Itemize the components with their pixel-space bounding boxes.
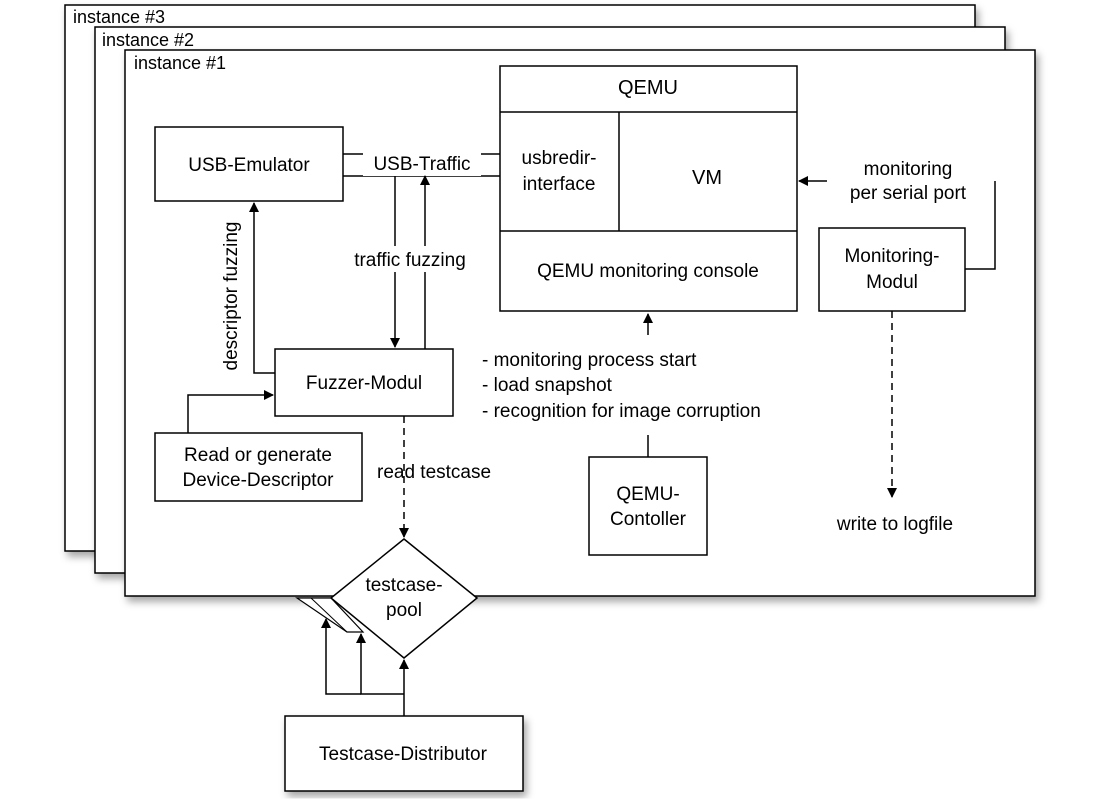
descriptor-fuzzing-arrow: descriptor fuzzing [221,202,275,374]
controller-task-list: - monitoring process start - load snapsh… [482,313,761,457]
controller-task-1: - monitoring process start [482,350,697,371]
qemu-controller-label-1: QEMU- [616,484,679,505]
qemu-title: QEMU [618,77,678,99]
traffic-fuzzing-label: traffic fuzzing [354,250,466,271]
logfile-arrow: write to logfile [836,311,953,535]
write-logfile-label: write to logfile [836,514,953,535]
fuzzer-modul-label: Fuzzer-Modul [306,373,422,394]
usb-emulator-label: USB-Emulator [188,155,310,176]
testcase-distributor-box: Testcase-Distributor [284,715,524,792]
usbredir-interface-label-2: interface [523,174,596,195]
fuzzer-modul-box: Fuzzer-Modul [274,348,454,417]
vm-label: VM [692,167,722,189]
qemu-controller-label-2: Contoller [610,509,687,530]
testcase-pool-diamond: testcase- pool [329,538,479,659]
testcase-pool-label-1: testcase- [365,575,442,596]
instance-2-label: instance #2 [102,30,194,50]
monitoring-modul-label-1: Monitoring- [844,246,939,267]
descriptor-fuzzing-label: descriptor fuzzing [221,222,242,371]
read-generate-descriptor-box: Read or generate Device-Descriptor [154,390,363,502]
usb-traffic-label: USB-Traffic [373,154,470,175]
read-generate-label-1: Read or generate [184,445,332,466]
instance-3-label: instance #3 [73,7,165,27]
instance-1-label: instance #1 [134,53,226,73]
usbredir-interface-label-1: usbredir- [522,148,597,169]
read-generate-label-2: Device-Descriptor [183,470,335,491]
monitoring-serial-label-2: per serial port [850,183,967,204]
qemu-monitoring-console-label: QEMU monitoring console [537,261,759,282]
serial-monitoring-arrow: monitoring per serial port [798,159,996,270]
testcase-pool-label-2: pool [386,600,422,621]
usb-emulator-box: USB-Emulator [154,126,344,202]
controller-task-3: - recognition for image corruption [482,401,761,422]
traffic-fuzzing-arrows: traffic fuzzing [340,175,480,349]
monitoring-modul-label-2: Modul [866,272,918,293]
qemu-controller-box: QEMU- Contoller [588,456,708,556]
qemu-block: QEMU usbredir- interface VM QEMU monitor… [499,65,798,312]
monitoring-serial-label-1: monitoring [864,159,953,180]
distribution-arrows [321,618,409,716]
monitoring-modul-box: Monitoring- Modul [818,227,966,312]
read-testcase-label: read testcase [377,462,491,483]
usb-traffic-link: USB-Traffic [343,153,500,177]
controller-task-2: - load snapshot [482,375,613,396]
testcase-distributor-label: Testcase-Distributor [319,744,488,765]
read-testcase-arrow: read testcase [377,416,491,538]
